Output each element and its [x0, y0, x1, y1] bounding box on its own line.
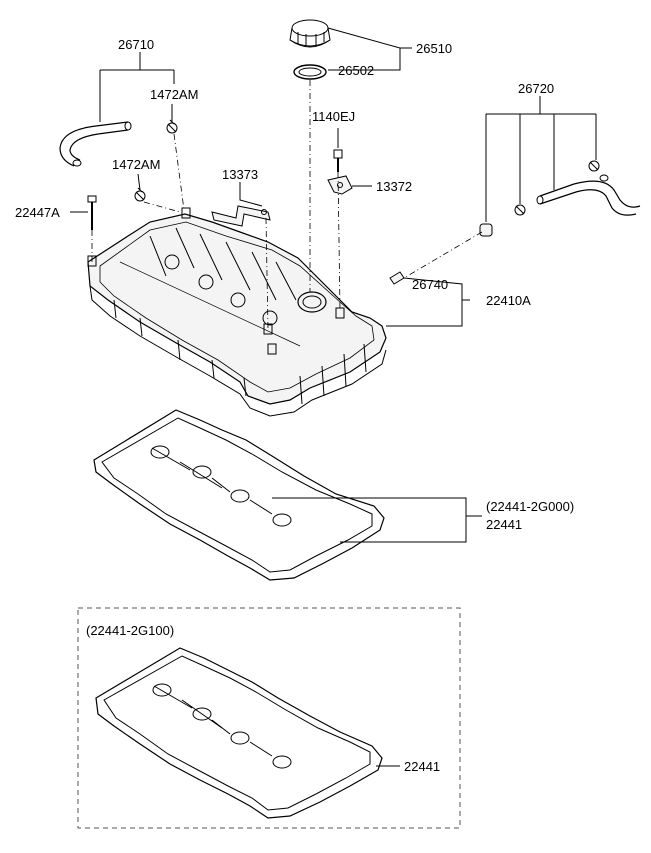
alternative-part-box — [77, 607, 461, 829]
box-title: (22441-2G100) — [86, 623, 175, 638]
hose-26710 — [59, 121, 132, 167]
oil-filler-cap-26510 — [289, 19, 331, 48]
label-26740: 26740 — [412, 277, 449, 292]
clamp-26720-b — [514, 204, 526, 216]
gasket-22441-top — [93, 409, 385, 581]
label-22410A: 22410A — [486, 293, 531, 308]
label-26502: 26502 — [338, 63, 375, 78]
label-26510: 26510 — [416, 41, 453, 56]
bracket-13373 — [211, 205, 271, 227]
pcv-valve-26740 — [389, 271, 405, 285]
label-13373: 13373 — [222, 167, 259, 182]
label-1140EJ: 1140EJ — [312, 109, 356, 124]
label-26710: 26710 — [118, 37, 155, 52]
label-26720: 26720 — [518, 81, 555, 96]
hose-26720 — [536, 174, 641, 216]
label-22447A: 22447A — [15, 205, 60, 220]
label-13372: 13372 — [376, 179, 413, 194]
valve-cover-22410A — [87, 207, 387, 417]
label-22441-top: 22441 — [486, 517, 523, 532]
bracket-13372 — [327, 175, 353, 195]
clamp-26720-a — [588, 160, 600, 172]
bolt-1140EJ — [333, 149, 343, 172]
grommet-26720 — [479, 223, 493, 237]
leader-lines — [70, 27, 597, 767]
bolt-22447A — [87, 195, 97, 230]
gasket-26502 — [293, 64, 327, 80]
gasket-22441-boxed — [95, 647, 383, 819]
label-22441-box: 22441 — [404, 759, 441, 774]
label-22441-alt: (22441-2G000) — [486, 499, 575, 514]
label-1472AM-bottom: 1472AM — [112, 157, 161, 172]
alignment-lines — [91, 80, 483, 331]
clamp-1472AM-top — [166, 119, 178, 134]
label-1472AM-top: 1472AM — [150, 87, 199, 102]
